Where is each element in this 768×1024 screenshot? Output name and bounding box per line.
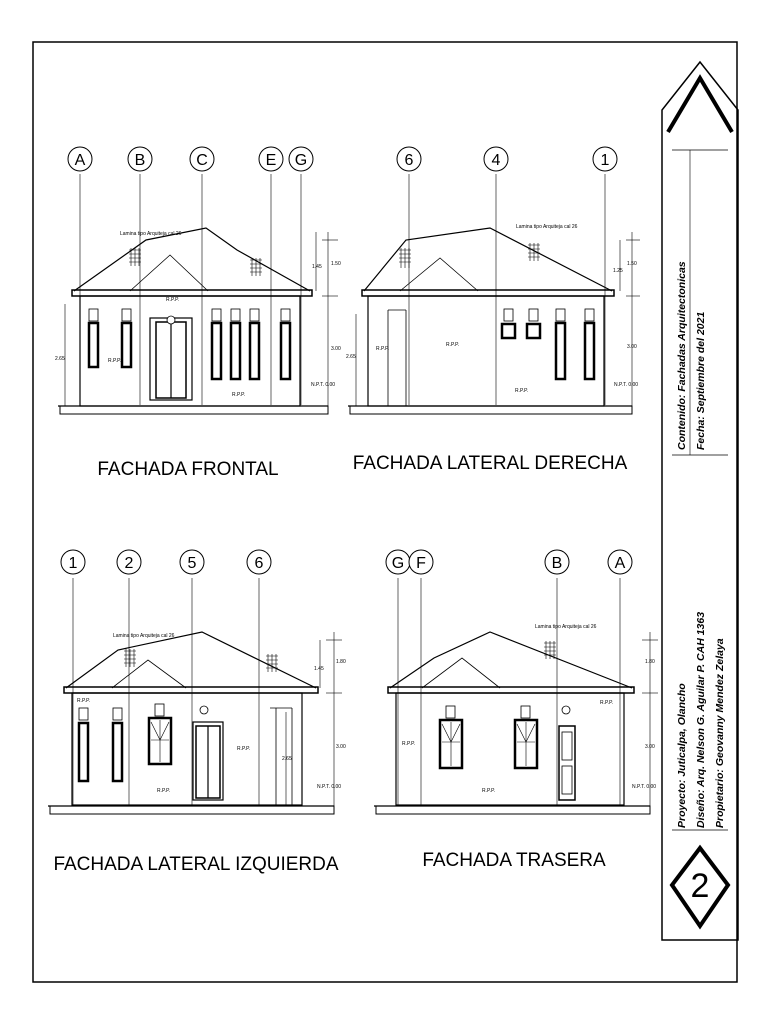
axis-label: B: [135, 152, 146, 169]
dimension: 3.00: [336, 744, 346, 750]
finish-note: R.P.P.: [600, 700, 613, 706]
view-title: FACHADA LATERAL DERECHA: [353, 453, 628, 474]
title-contenido: Contenido: Fachadas Arquitectonicas: [676, 261, 688, 450]
finish-note: R.P.P.: [166, 297, 179, 303]
axis-bubbles: [67, 146, 314, 405]
roof-hatch: [129, 248, 262, 276]
dimension: 1.50: [627, 261, 637, 267]
title-fecha: Fecha: Septiembre del 2021: [695, 312, 707, 450]
axis-label: G: [295, 152, 307, 169]
dimension-lines: [64, 232, 338, 406]
axis-bubble: [67, 146, 93, 172]
dimension: 3.00: [645, 744, 655, 750]
axis-label: 5: [188, 555, 197, 572]
roof-note: Lamina tipo Arquiteja cal 26: [120, 231, 182, 237]
view-fachada-frontal: A B C E G Lamina tipo Arquiteja cal 26: [55, 146, 341, 480]
view-fachada-trasera: G F B A Lamina tipo Arquiteja cal 26: [374, 549, 658, 871]
axis-label: E: [266, 152, 277, 169]
axis-label: 2: [125, 555, 134, 572]
axis-label: 1: [601, 152, 610, 169]
title-diseno: Diseño: Arq. Nelson G. Aguilar P. CAH 13…: [695, 612, 707, 828]
roof-note: Lamina tipo Arquiteja cal 26: [535, 624, 597, 630]
axis-label: 6: [255, 555, 264, 572]
finish-note: R.P.P.: [77, 698, 90, 704]
level-note: N.P.T. 0.00: [614, 382, 638, 388]
axis-label: 6: [405, 152, 414, 169]
windows: [87, 308, 292, 381]
view-fachada-lateral-izquierda: 1 2 5 6 Lamina tipo Arquiteja cal 26: [48, 549, 346, 875]
level-note: N.P.T. 0.00: [311, 382, 335, 388]
axis-label: G: [392, 555, 404, 572]
dimension: 1.45: [314, 666, 324, 672]
title-proyecto: Proyecto: Juticalpa, Olancho: [676, 683, 688, 828]
axis-bubble: [127, 146, 153, 172]
dimension: 1.80: [336, 659, 346, 665]
view-title: FACHADA LATERAL IZQUIERDA: [53, 854, 338, 875]
dimension: 2.65: [346, 354, 356, 360]
axis-label: A: [615, 555, 626, 572]
dimension: 1.25: [613, 268, 623, 274]
sheet-border: [32, 41, 738, 983]
roof-hip: [129, 254, 209, 292]
axis-bubble: [288, 146, 314, 172]
roof-note: Lamina tipo Arquiteja cal 26: [516, 224, 578, 230]
dimension: 2.65: [55, 356, 65, 362]
dimension: 2.65: [282, 756, 292, 762]
title-propietario: Propietario: Geovanny Mendez Zelaya: [714, 638, 726, 828]
level-note: N.P.T. 0.00: [317, 784, 341, 790]
eave-fascia: [71, 289, 313, 297]
axis-label: 1: [69, 555, 78, 572]
axis-label: F: [416, 555, 426, 572]
finish-note: R.P.P.: [482, 788, 495, 794]
finish-note: R.P.P.: [446, 342, 459, 348]
roof-outline: [73, 227, 311, 292]
sheet-number: 2: [691, 867, 710, 905]
finish-note: R.P.P.: [157, 788, 170, 794]
dimension: 3.00: [331, 346, 341, 352]
main-door: [149, 315, 193, 401]
finish-note: R.P.P.: [402, 741, 415, 747]
wall: [79, 295, 301, 407]
finish-note: R.P.P.: [237, 746, 250, 752]
dimension: 1.80: [645, 659, 655, 665]
finish-note: R.P.P.: [108, 358, 121, 364]
dimension: 1.45: [312, 264, 322, 270]
finish-note: R.P.P.: [515, 388, 528, 394]
dimension: 3.00: [627, 344, 637, 350]
view-title: FACHADA TRASERA: [422, 850, 606, 871]
finish-note: R.P.P.: [232, 392, 245, 398]
axis-label: B: [552, 555, 563, 572]
axis-label: 4: [492, 152, 501, 169]
axis-bubble: [189, 146, 215, 172]
dimension: 1.50: [331, 261, 341, 267]
axis-bubble: [258, 146, 284, 172]
roof-note: Lamina tipo Arquiteja cal 26: [113, 633, 175, 639]
view-fachada-lateral-derecha: 6 4 1 Lamina tipo Arquiteja cal 26: [346, 146, 640, 474]
finish-note: R.P.P.: [376, 346, 389, 352]
axis-label: C: [196, 152, 208, 169]
level-note: N.P.T. 0.00: [632, 784, 656, 790]
axis-label: A: [75, 152, 86, 169]
view-title: FACHADA FRONTAL: [97, 459, 278, 480]
title-block: 2 Contenido: Fachadas Arquitectonicas Fe…: [661, 60, 739, 941]
